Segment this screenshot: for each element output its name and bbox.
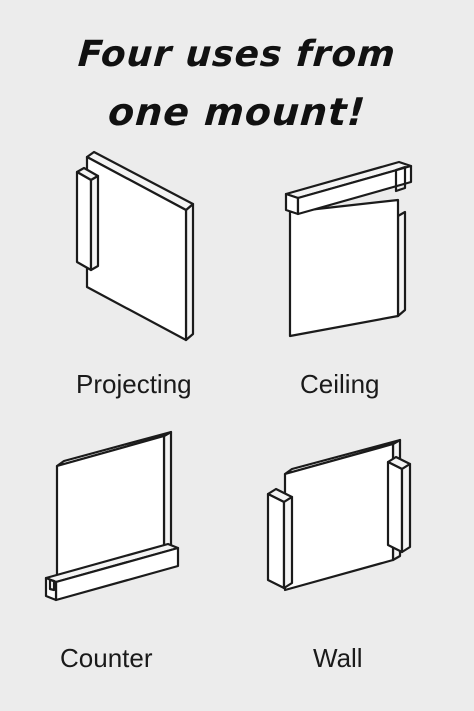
wall-mount-illustration <box>266 438 412 592</box>
label-ceiling: Ceiling <box>300 369 380 399</box>
counter-mount-illustration <box>44 430 180 602</box>
label-counter: Counter <box>60 643 153 673</box>
projecting-mount-illustration <box>75 150 195 342</box>
label-wall: Wall <box>313 643 363 673</box>
ceiling-mount-illustration <box>284 160 413 338</box>
label-projecting: Projecting <box>76 369 192 399</box>
